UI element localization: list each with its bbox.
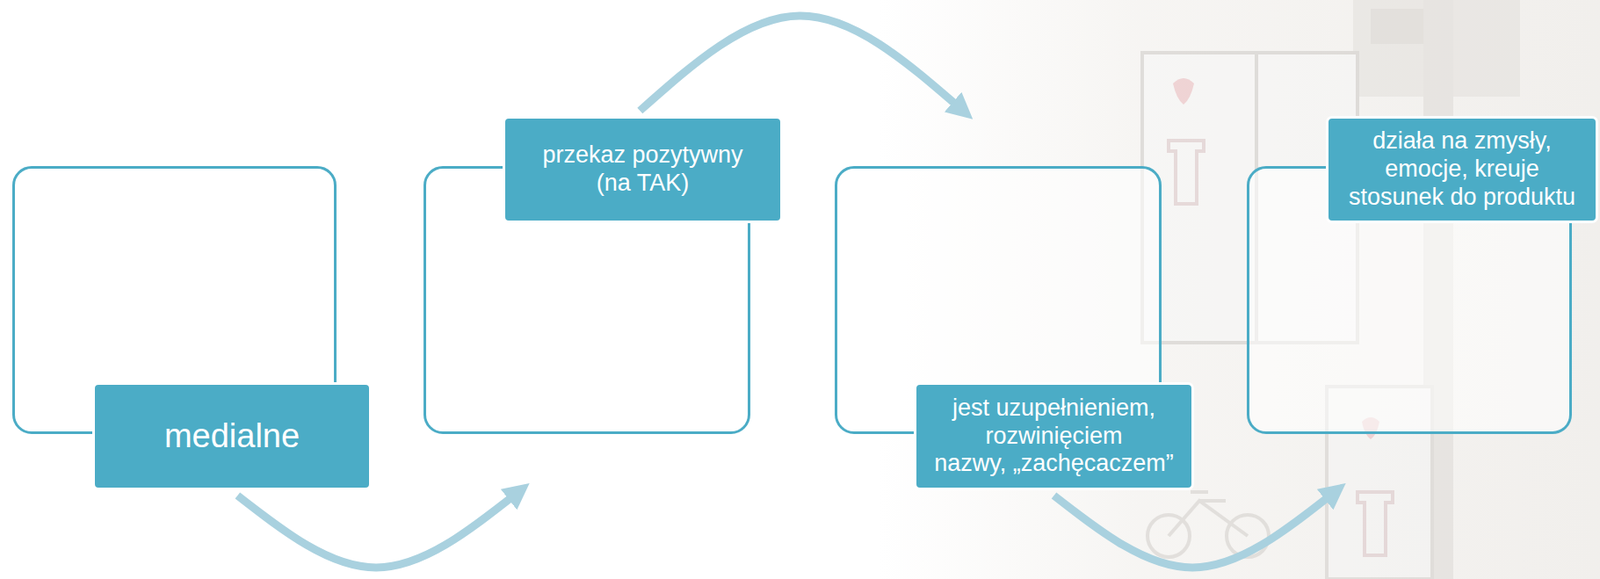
label-box: działa na zmysły, emocje, kreuje stosune… [1325, 115, 1599, 224]
label-box: medialne [92, 382, 372, 491]
outline-box: działa na zmysły, emocje, kreuje stosune… [1246, 166, 1572, 435]
outline-box: medialne [12, 166, 337, 435]
curved-arrow [237, 494, 515, 568]
label-box: przekaz pozytywny (na TAK) [502, 115, 783, 224]
curved-arrow [639, 15, 959, 111]
curved-arrow [1054, 494, 1333, 568]
label-box: jest uzupełnieniem, rozwinięciem nazwy, … [913, 382, 1195, 491]
outline-box: jest uzupełnieniem, rozwinięciem nazwy, … [834, 166, 1162, 435]
bicycle-frame [1168, 492, 1248, 536]
outline-box: przekaz pozytywny (na TAK) [423, 166, 751, 435]
tower-symbol [1168, 140, 1204, 204]
building-window [1370, 8, 1424, 44]
tower-symbol [1357, 492, 1393, 556]
crest-symbol [1172, 78, 1195, 105]
